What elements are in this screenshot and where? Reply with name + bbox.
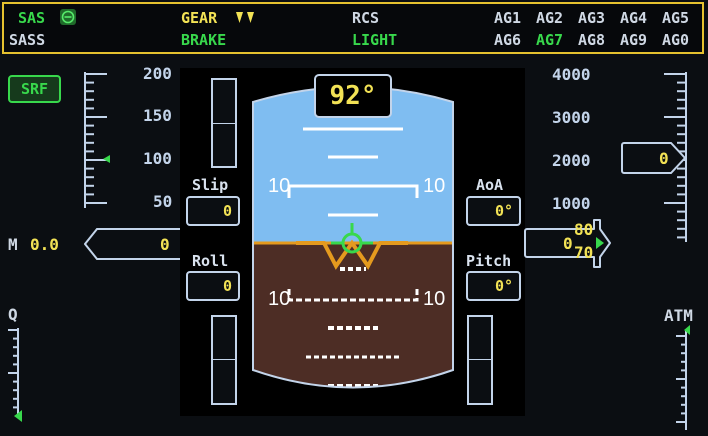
speed-tick-50: 50 [153,192,173,211]
action-group-ag0[interactable]: AG0 [662,31,690,49]
pitch-readout: 0° [466,271,521,301]
gear-label: GEAR [181,9,218,27]
sas-label: SAS [18,9,46,27]
speed-target-marker [103,155,110,163]
aoa-label: AoA [476,176,504,194]
speed-tick-200: 200 [143,64,172,83]
action-group-ag6[interactable]: AG6 [494,31,522,49]
action-group-ag8[interactable]: AG8 [578,31,606,49]
roll-readout: 0 [186,271,240,301]
mach-label: M [8,235,18,254]
pitch-ladder-label-upper-right: 10 [423,175,446,197]
pitch-ladder-label-lower: 10 [268,288,291,310]
speed-tick-100: 100 [143,149,172,168]
aoa-readout: 0° [466,196,521,226]
brake-indicator[interactable]: BRAKE [181,31,227,49]
sas-mode-icon[interactable] [60,9,76,25]
gear-indicator[interactable]: GEAR [181,9,217,27]
altitude-tape [664,72,690,430]
mach-value: 0.0 [30,235,59,254]
sas-indicator[interactable]: SAS [18,9,45,27]
q-label: Q [8,305,18,324]
speed-tick-150: 150 [143,106,172,125]
q-gauge [8,328,22,422]
heading-box: 92° [314,74,392,118]
speed-readout: 0 [160,235,170,254]
status-panel [2,2,704,54]
heading-readout: 92° [329,81,377,111]
light-indicator[interactable]: LIGHT [352,31,398,49]
mode-button[interactable]: SRF [8,75,61,103]
rcs-indicator[interactable]: RCS [352,9,380,27]
vertical-speed-frame [621,142,687,174]
pitch-label: Pitch [466,252,512,270]
altitude-readout-frame [524,219,611,268]
altitude-bottom-digits: 70 [574,243,594,262]
action-group-ag5[interactable]: AG5 [662,9,690,27]
gauge-bottom-left [211,315,237,405]
altitude-prefix: 0 [563,234,573,253]
alt-tick-3000: 3000 [552,108,591,127]
pitch-ladder-label-lower-right: 10 [423,288,446,310]
roll-label: Roll [192,252,229,270]
aircraft-reference-symbol [296,239,408,270]
slip-readout: 0 [186,196,240,226]
atm-label: ATM [664,306,693,325]
slip-label: Slip [192,176,229,194]
atm-marker [684,325,690,335]
pitch-ladder-label-upper: 10 [268,175,291,197]
q-marker [14,410,22,422]
attitude-indicator [252,86,454,389]
alt-tick-1000: 1000 [552,194,591,213]
action-group-ag4[interactable]: AG4 [620,9,648,27]
gear-down-icon [235,10,257,24]
throttle-gauge-top-left [211,78,237,168]
alt-tick-4000: 4000 [552,65,591,84]
altitude-top-digits: 80 [574,220,594,239]
mode-button-label: SRF [20,80,49,98]
speed-tape [84,72,110,208]
action-group-ag1[interactable]: AG1 [494,9,522,27]
action-group-ag7[interactable]: AG7 [536,31,564,49]
gauge-bottom-right [467,315,493,405]
action-group-ag9[interactable]: AG9 [620,31,648,49]
vertical-speed-readout: 0 [659,149,669,168]
alt-tick-2000: 2000 [552,151,591,170]
action-group-ag3[interactable]: AG3 [578,9,606,27]
sass-indicator[interactable]: SASS [9,31,46,49]
action-group-ag2[interactable]: AG2 [536,9,564,27]
